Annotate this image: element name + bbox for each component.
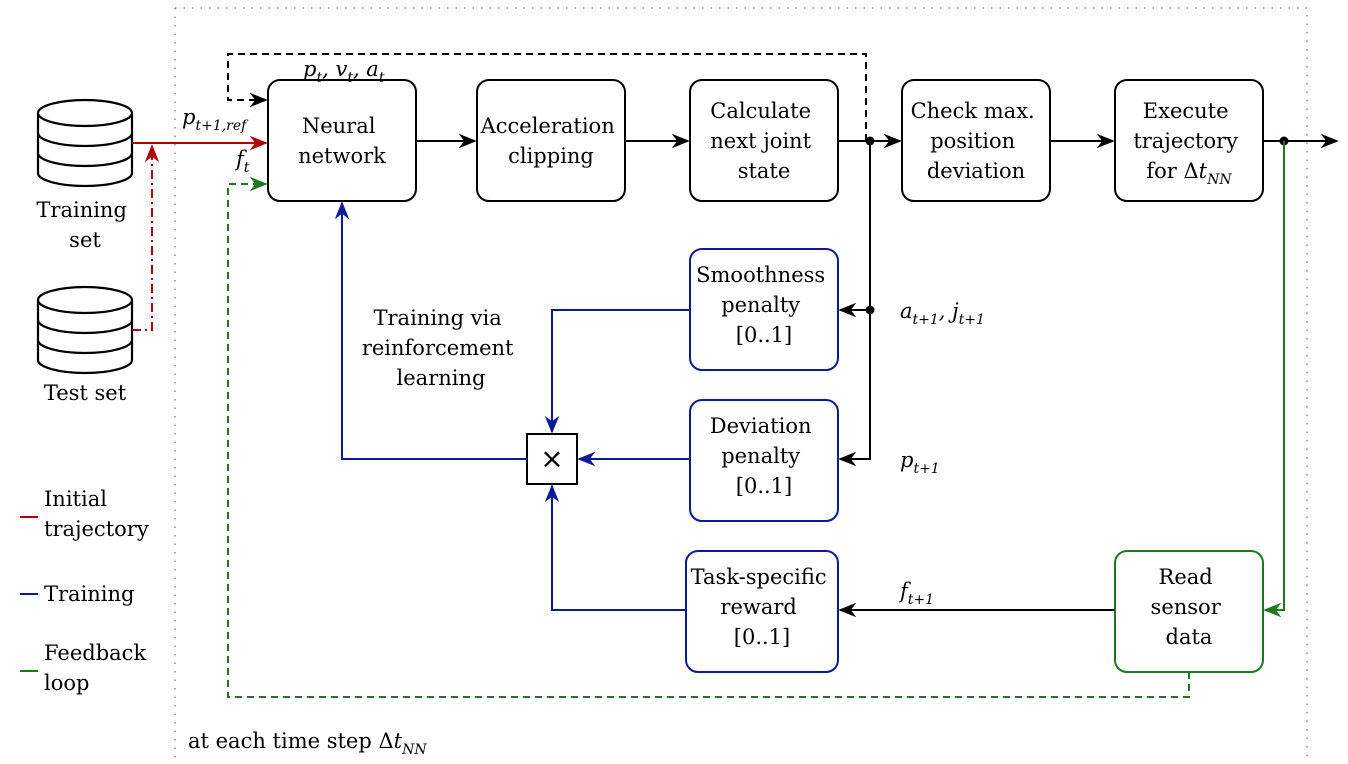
training-via-rl-label: Training via reinforcement learning bbox=[362, 306, 520, 390]
neural-network-text: Neural network bbox=[298, 114, 386, 168]
acceleration-clipping-text: Acceleration clipping bbox=[480, 114, 622, 168]
time-step-frame bbox=[174, 7, 1308, 762]
junction-dot bbox=[865, 305, 875, 315]
p-ref-label: pt+1,ref bbox=[182, 105, 249, 134]
test-set-database-icon bbox=[36, 285, 134, 375]
reward-to-multiply-arrow bbox=[544, 484, 686, 611]
neural-network-box bbox=[267, 79, 417, 202]
f-next-label: ft+1 bbox=[898, 579, 934, 608]
legend-feedback-label: Feedback loop bbox=[44, 641, 153, 695]
task-reward-text: Task-specific reward [0..1] bbox=[691, 565, 834, 649]
acceleration-clipping-box bbox=[476, 79, 626, 202]
training-set-label-line-2: set bbox=[69, 228, 101, 252]
multiply-node bbox=[526, 433, 578, 485]
execute-trajectory-text: Execute trajectory for ΔtNN bbox=[1133, 99, 1244, 188]
test-set-label: Test set bbox=[44, 381, 127, 405]
calc-next-joint-text: Calculate next joint state bbox=[710, 99, 817, 183]
deviation-penalty-text: Deviation penalty [0..1] bbox=[710, 414, 818, 498]
f-t-label: ft bbox=[234, 147, 250, 176]
p-next-label: pt+1 bbox=[900, 448, 940, 477]
multiply-icon: × bbox=[540, 442, 563, 475]
to-smoothness-arrow bbox=[838, 141, 871, 318]
smoothness-penalty-text: Smoothness penalty [0..1] bbox=[696, 263, 832, 347]
frame-caption: at each time step ΔtNN bbox=[188, 729, 427, 758]
training-set-label: Training set bbox=[36, 198, 133, 252]
feedback-loop-arrow bbox=[227, 176, 1190, 698]
task-reward-box bbox=[685, 550, 839, 673]
test-set-trajectory-line bbox=[132, 144, 160, 331]
training-set-database-icon bbox=[36, 98, 134, 188]
read-sensor-text: Read sensor data bbox=[1151, 565, 1228, 649]
training-update-arrow bbox=[334, 201, 527, 460]
deviation-penalty-box bbox=[689, 399, 839, 522]
smoothness-to-multiply-arrow bbox=[544, 309, 690, 434]
junction-dot bbox=[865, 136, 875, 146]
to-deviation-arrow bbox=[838, 310, 871, 467]
exec-to-sensor-arrow bbox=[1263, 141, 1285, 618]
state-feedback-arrow bbox=[227, 53, 867, 141]
a-j-label: at+1, jt+1 bbox=[900, 299, 985, 328]
legend-initial-label: Initial trajectory bbox=[44, 487, 149, 541]
check-deviation-text: Check max. position deviation bbox=[911, 99, 1042, 183]
legend-training-label: Training bbox=[44, 582, 135, 606]
training-set-label-line-1: Training bbox=[36, 198, 127, 222]
